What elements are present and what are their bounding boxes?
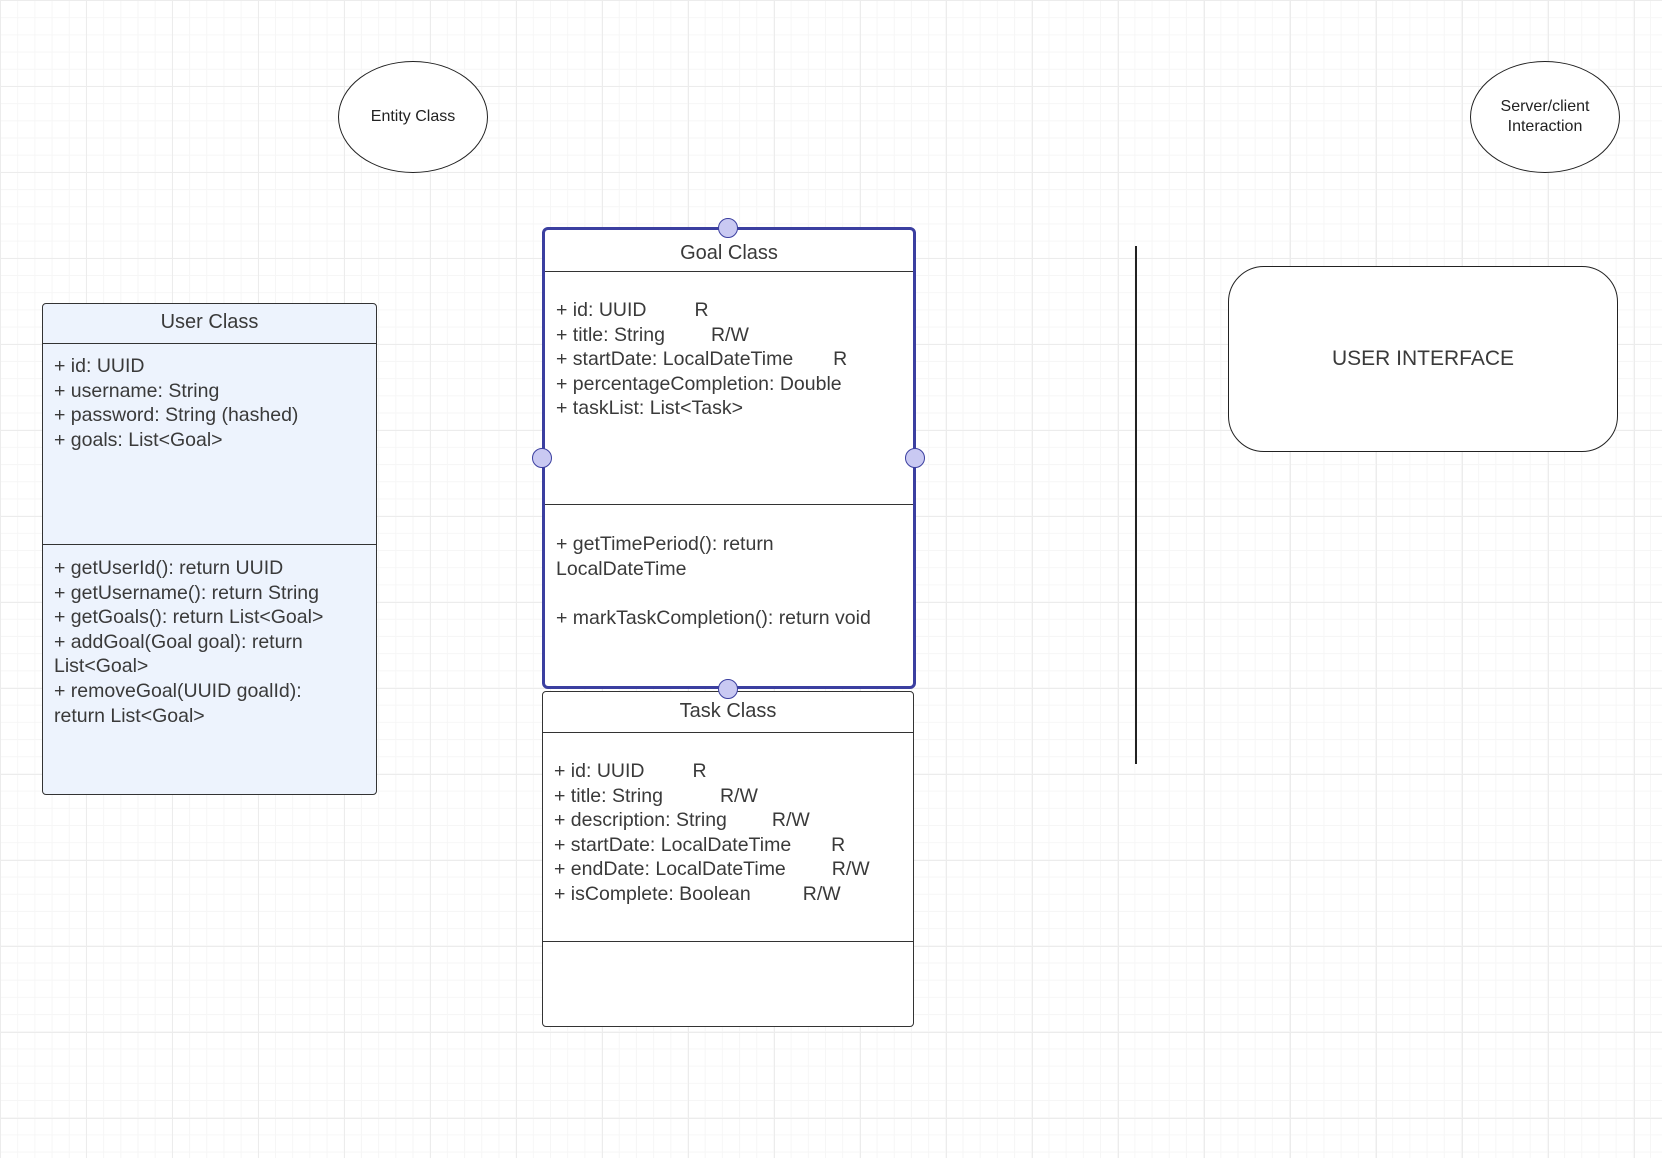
goal-method: + markTaskCompletion(): return void xyxy=(556,606,871,629)
user-attr: + goals: List<Goal> xyxy=(54,428,223,451)
task-class-title: Task Class xyxy=(543,692,913,733)
user-class-title: User Class xyxy=(43,304,376,344)
user-class-box[interactable]: User Class + id: UUID + username: String… xyxy=(42,303,377,795)
goal-attr: + taskList: List<Task> xyxy=(556,397,743,420)
user-attr: + id: UUID xyxy=(54,355,145,377)
resize-handle-right[interactable] xyxy=(905,448,925,468)
user-attr: + username: String xyxy=(54,379,220,402)
user-method: + getUsername(): return String xyxy=(54,581,319,604)
user-class-divider xyxy=(43,544,376,545)
user-method: + addGoal(Goal goal): return List<Goal> xyxy=(54,630,303,678)
user-class-attributes: + id: UUID + username: String + password… xyxy=(43,354,376,452)
resize-handle-bottom[interactable] xyxy=(718,679,738,699)
user-method: + getUserId(): return UUID xyxy=(54,557,284,579)
entity-class-legend-label: Entity Class xyxy=(370,108,456,125)
resize-handle-left[interactable] xyxy=(532,448,552,468)
entity-class-legend[interactable]: Entity Class xyxy=(338,61,488,173)
user-interface-box[interactable]: USER INTERFACE xyxy=(1228,266,1618,452)
user-interface-label: USER INTERFACE xyxy=(1331,347,1515,370)
goal-class-title: Goal Class xyxy=(545,235,913,272)
user-method: + removeGoal(UUID goalId): return List<G… xyxy=(54,679,302,727)
server-client-legend[interactable]: Server/client Interaction xyxy=(1470,61,1620,173)
goal-attr: + percentageCompletion: Double xyxy=(556,372,842,395)
user-class-methods: + getUserId(): return UUID + getUsername… xyxy=(43,556,376,728)
resize-handle-top[interactable] xyxy=(718,218,738,238)
server-client-legend-label: Server/client Interaction xyxy=(1500,98,1590,135)
user-attr: + password: String (hashed) xyxy=(54,404,299,427)
goal-method: + getTimePeriod(): return LocalDateTime xyxy=(556,533,774,580)
goal-class-methods: + getTimePeriod(): return LocalDateTime … xyxy=(545,532,913,630)
goal-class-divider xyxy=(545,504,913,505)
user-method: + getGoals(): return List<Goal> xyxy=(54,606,324,629)
task-class-divider xyxy=(543,941,913,942)
separator-line[interactable] xyxy=(1135,246,1137,764)
